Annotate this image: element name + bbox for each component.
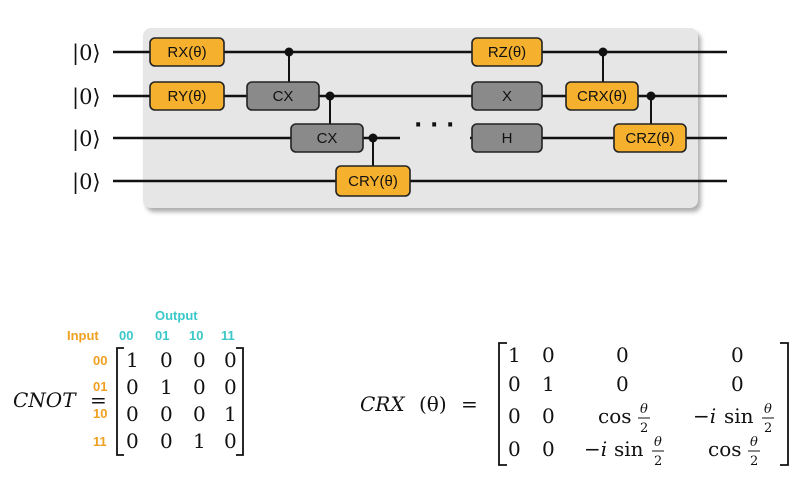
gate-rz[interactable]: [471, 37, 543, 67]
gate-h-label: H: [502, 130, 513, 147]
cnot-cell: 0: [224, 429, 237, 453]
crx-cell: 0: [542, 343, 555, 367]
crx-cell: 0: [731, 343, 744, 367]
gate-cx-1-label: CX: [273, 88, 294, 105]
control-dot-cx2: [325, 91, 335, 101]
crx-frac-den: 2: [764, 421, 772, 436]
crx-bracket-right: [780, 342, 789, 466]
gate-h[interactable]: [471, 123, 543, 153]
cnot-cell: 0: [193, 402, 206, 426]
crx-frac-num: θ: [654, 435, 662, 450]
cnot-cell: 0: [160, 402, 173, 426]
crx-minus-i: −i: [584, 437, 607, 461]
cnot-col-label-2: 10: [189, 328, 203, 343]
gate-rx[interactable]: [149, 37, 225, 67]
control-dot-cry: [368, 133, 378, 143]
cnot-cell: 0: [193, 348, 206, 372]
control-dot-cx1: [284, 47, 294, 57]
gate-cry[interactable]: [335, 165, 411, 197]
cnot-col-label-0: 00: [119, 328, 133, 343]
crx-arg: (θ): [419, 392, 447, 416]
crx-cell: 0: [508, 437, 521, 461]
crx-frac-num: θ: [640, 402, 648, 417]
crx-bracket-left: [498, 342, 507, 466]
gate-rz-label: RZ(θ): [488, 44, 526, 61]
control-dot-crx: [598, 47, 608, 57]
crx-equals: =: [461, 392, 478, 416]
crx-cell: 0: [731, 372, 744, 396]
cnot-col-label-3: 11: [221, 328, 235, 343]
cnot-output-label: Output: [155, 308, 198, 323]
crx-cell: 1: [542, 372, 555, 396]
cnot-row-label-3: 11: [93, 434, 107, 449]
cnot-symbol: CNOT: [13, 388, 77, 412]
gate-cx-2-label: CX: [317, 130, 338, 147]
gate-cx-1[interactable]: [246, 81, 320, 111]
crx-frac-den: 2: [750, 454, 758, 469]
cnot-col-label-1: 01: [155, 328, 169, 343]
cnot-cell: 0: [160, 348, 173, 372]
gate-x[interactable]: [471, 81, 543, 111]
crx-cell: 1: [508, 343, 521, 367]
crx-cell: 0: [542, 437, 555, 461]
ket-q0: |0⟩: [72, 41, 101, 66]
gate-crx-label: CRX(θ): [577, 88, 627, 105]
cnot-bracket-left: [116, 347, 124, 456]
gate-crx[interactable]: [565, 81, 639, 111]
crx-cos: cos: [598, 404, 632, 428]
ket-q1: |0⟩: [72, 85, 101, 110]
cnot-row-label-0: 00: [93, 353, 107, 368]
cnot-cell: 1: [193, 429, 206, 453]
gate-cry-label: CRY(θ): [348, 173, 398, 190]
cnot-input-label: Input: [67, 328, 99, 343]
gate-cx-2[interactable]: [290, 123, 364, 153]
gate-crz-label: CRZ(θ): [625, 130, 674, 147]
crx-symbol: CRX: [360, 392, 405, 416]
control-dot-crz: [646, 91, 656, 101]
ket-q3: |0⟩: [72, 170, 101, 195]
crx-minus-i: −i: [693, 404, 716, 428]
cnot-matrix: 1 0 0 0 0 1 0 0 0 0 0 1 0 0 1 0: [126, 348, 237, 453]
cnot-equals: =: [90, 388, 107, 412]
crx-cos: cos: [708, 437, 742, 461]
circuit-panel: [143, 28, 698, 208]
crx-matrix: 1 0 0 0 0 1 0 0 0 0 cos θ 2 −i sin θ 2 0…: [508, 343, 774, 469]
gate-ry[interactable]: [149, 81, 225, 111]
cnot-cell: 0: [224, 375, 237, 399]
cnot-cell: 0: [126, 375, 139, 399]
cnot-row-label-2: 10: [93, 406, 107, 421]
cnot-cell: 0: [224, 348, 237, 372]
crx-cell: 0: [508, 372, 521, 396]
cnot-bracket-right: [236, 347, 244, 456]
crx-sin: sin: [724, 404, 754, 428]
crx-cell: 0: [616, 343, 629, 367]
gate-ry-label: RY(θ): [168, 88, 207, 105]
crx-frac-den: 2: [640, 421, 648, 436]
control-lines: [288, 52, 652, 166]
cnot-cell: 0: [126, 402, 139, 426]
circuit-ellipsis: · · ·: [414, 113, 454, 138]
crx-frac-den: 2: [654, 454, 662, 469]
crx-cell: 0: [542, 404, 555, 428]
cnot-cell: 1: [126, 348, 139, 372]
cnot-cell: 0: [160, 429, 173, 453]
crx-frac-num: θ: [750, 435, 758, 450]
gate-rx-label: RX(θ): [167, 44, 206, 61]
control-dots: [284, 47, 656, 143]
cnot-cell: 0: [126, 429, 139, 453]
crx-cell: 0: [616, 372, 629, 396]
cnot-cell: 0: [193, 375, 206, 399]
ket-q2: |0⟩: [72, 127, 101, 152]
crx-sin: sin: [614, 437, 644, 461]
crx-cell: 0: [508, 404, 521, 428]
crx-frac-num: θ: [764, 402, 772, 417]
cnot-row-label-1: 01: [93, 379, 107, 394]
gate-x-label: X: [502, 88, 512, 105]
cnot-cell: 1: [160, 375, 173, 399]
gate-crz[interactable]: [613, 123, 687, 153]
cnot-cell: 1: [224, 402, 237, 426]
